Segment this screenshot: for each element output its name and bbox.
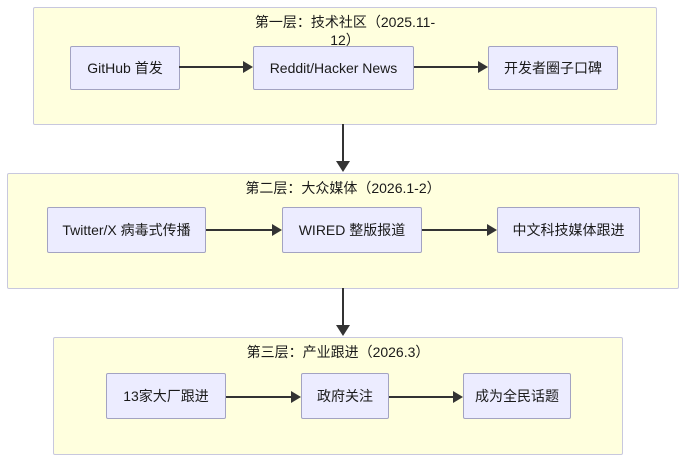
arrow-head-right-icon bbox=[243, 61, 253, 73]
node-twitter-viral: Twitter/X 病毒式传播 bbox=[47, 207, 206, 253]
node-chinese-tech-media-label: 中文科技媒体跟进 bbox=[512, 222, 625, 238]
arrow-shaft bbox=[342, 124, 344, 163]
node-13-companies-follow: 13家大厂跟进 bbox=[106, 373, 226, 419]
arrow-head-right-icon bbox=[272, 224, 282, 236]
tier-1-title: 第一层：技术社区（2025.11- 12） bbox=[34, 13, 656, 49]
node-national-topic: 成为全民话题 bbox=[463, 373, 571, 419]
node-reddit-hackernews: Reddit/Hacker News bbox=[253, 46, 414, 90]
tier-1-title-line-1: 第一层：技术社区（2025.11- bbox=[254, 14, 436, 30]
node-twitter-viral-label: Twitter/X 病毒式传播 bbox=[62, 222, 191, 238]
node-government-attention-label: 政府关注 bbox=[317, 388, 373, 404]
tier-3-title: 第三层：产业跟进（2026.3） bbox=[54, 343, 622, 361]
tier-3-title-line-1: 第三层：产业跟进（2026.3） bbox=[246, 344, 430, 360]
arrow-shaft bbox=[342, 288, 344, 327]
node-13-companies-follow-label: 13家大厂跟进 bbox=[123, 388, 209, 404]
tier-2-title: 第二层：大众媒体（2026.1-2） bbox=[8, 179, 678, 197]
node-wired-report-label: WIRED 整版报道 bbox=[298, 222, 406, 238]
arrow-shaft bbox=[206, 229, 274, 231]
arrow-tier2-to-tier3 bbox=[336, 288, 350, 336]
arrow-wired-to-chinese-media bbox=[422, 224, 497, 236]
node-developer-word-of-mouth: 开发者圈子口碑 bbox=[488, 46, 618, 90]
arrow-government-to-national-topic bbox=[389, 391, 463, 403]
arrow-shaft bbox=[422, 229, 489, 231]
node-chinese-tech-media: 中文科技媒体跟进 bbox=[497, 207, 640, 253]
node-government-attention: 政府关注 bbox=[301, 373, 389, 419]
tier-2-mass-media-group: 第二层：大众媒体（2026.1-2） Twitter/X 病毒式传播 WIRED… bbox=[7, 173, 679, 289]
tier-1-title-line-2: 12） bbox=[330, 32, 360, 48]
arrow-shaft bbox=[389, 396, 455, 398]
node-national-topic-label: 成为全民话题 bbox=[475, 388, 559, 404]
tier-1-tech-community-group: 第一层：技术社区（2025.11- 12） GitHub 首发 Reddit/H… bbox=[33, 7, 657, 125]
arrow-shaft bbox=[226, 396, 293, 398]
tier-3-industry-group: 第三层：产业跟进（2026.3） 13家大厂跟进 政府关注 成为全民话题 bbox=[53, 337, 623, 455]
arrow-reddit-to-developers bbox=[414, 61, 488, 73]
arrow-shaft bbox=[414, 66, 480, 68]
arrow-head-right-icon bbox=[291, 391, 301, 403]
node-reddit-hackernews-label: Reddit/Hacker News bbox=[269, 60, 398, 76]
node-github-launch: GitHub 首发 bbox=[70, 46, 180, 90]
node-developer-word-of-mouth-label: 开发者圈子口碑 bbox=[504, 60, 602, 76]
arrow-head-down-icon bbox=[336, 161, 350, 172]
arrow-companies-to-government bbox=[226, 391, 301, 403]
arrow-github-to-reddit bbox=[179, 61, 253, 73]
arrow-head-right-icon bbox=[453, 391, 463, 403]
node-github-launch-label: GitHub 首发 bbox=[87, 60, 163, 76]
arrow-head-down-icon bbox=[336, 325, 350, 336]
tier-2-title-line-1: 第二层：大众媒体（2026.1-2） bbox=[245, 180, 441, 196]
arrow-twitter-to-wired bbox=[206, 224, 282, 236]
arrow-tier1-to-tier2 bbox=[336, 124, 350, 172]
arrow-head-right-icon bbox=[478, 61, 488, 73]
arrow-head-right-icon bbox=[487, 224, 497, 236]
arrow-shaft bbox=[179, 66, 245, 68]
node-wired-report: WIRED 整版报道 bbox=[282, 207, 422, 253]
